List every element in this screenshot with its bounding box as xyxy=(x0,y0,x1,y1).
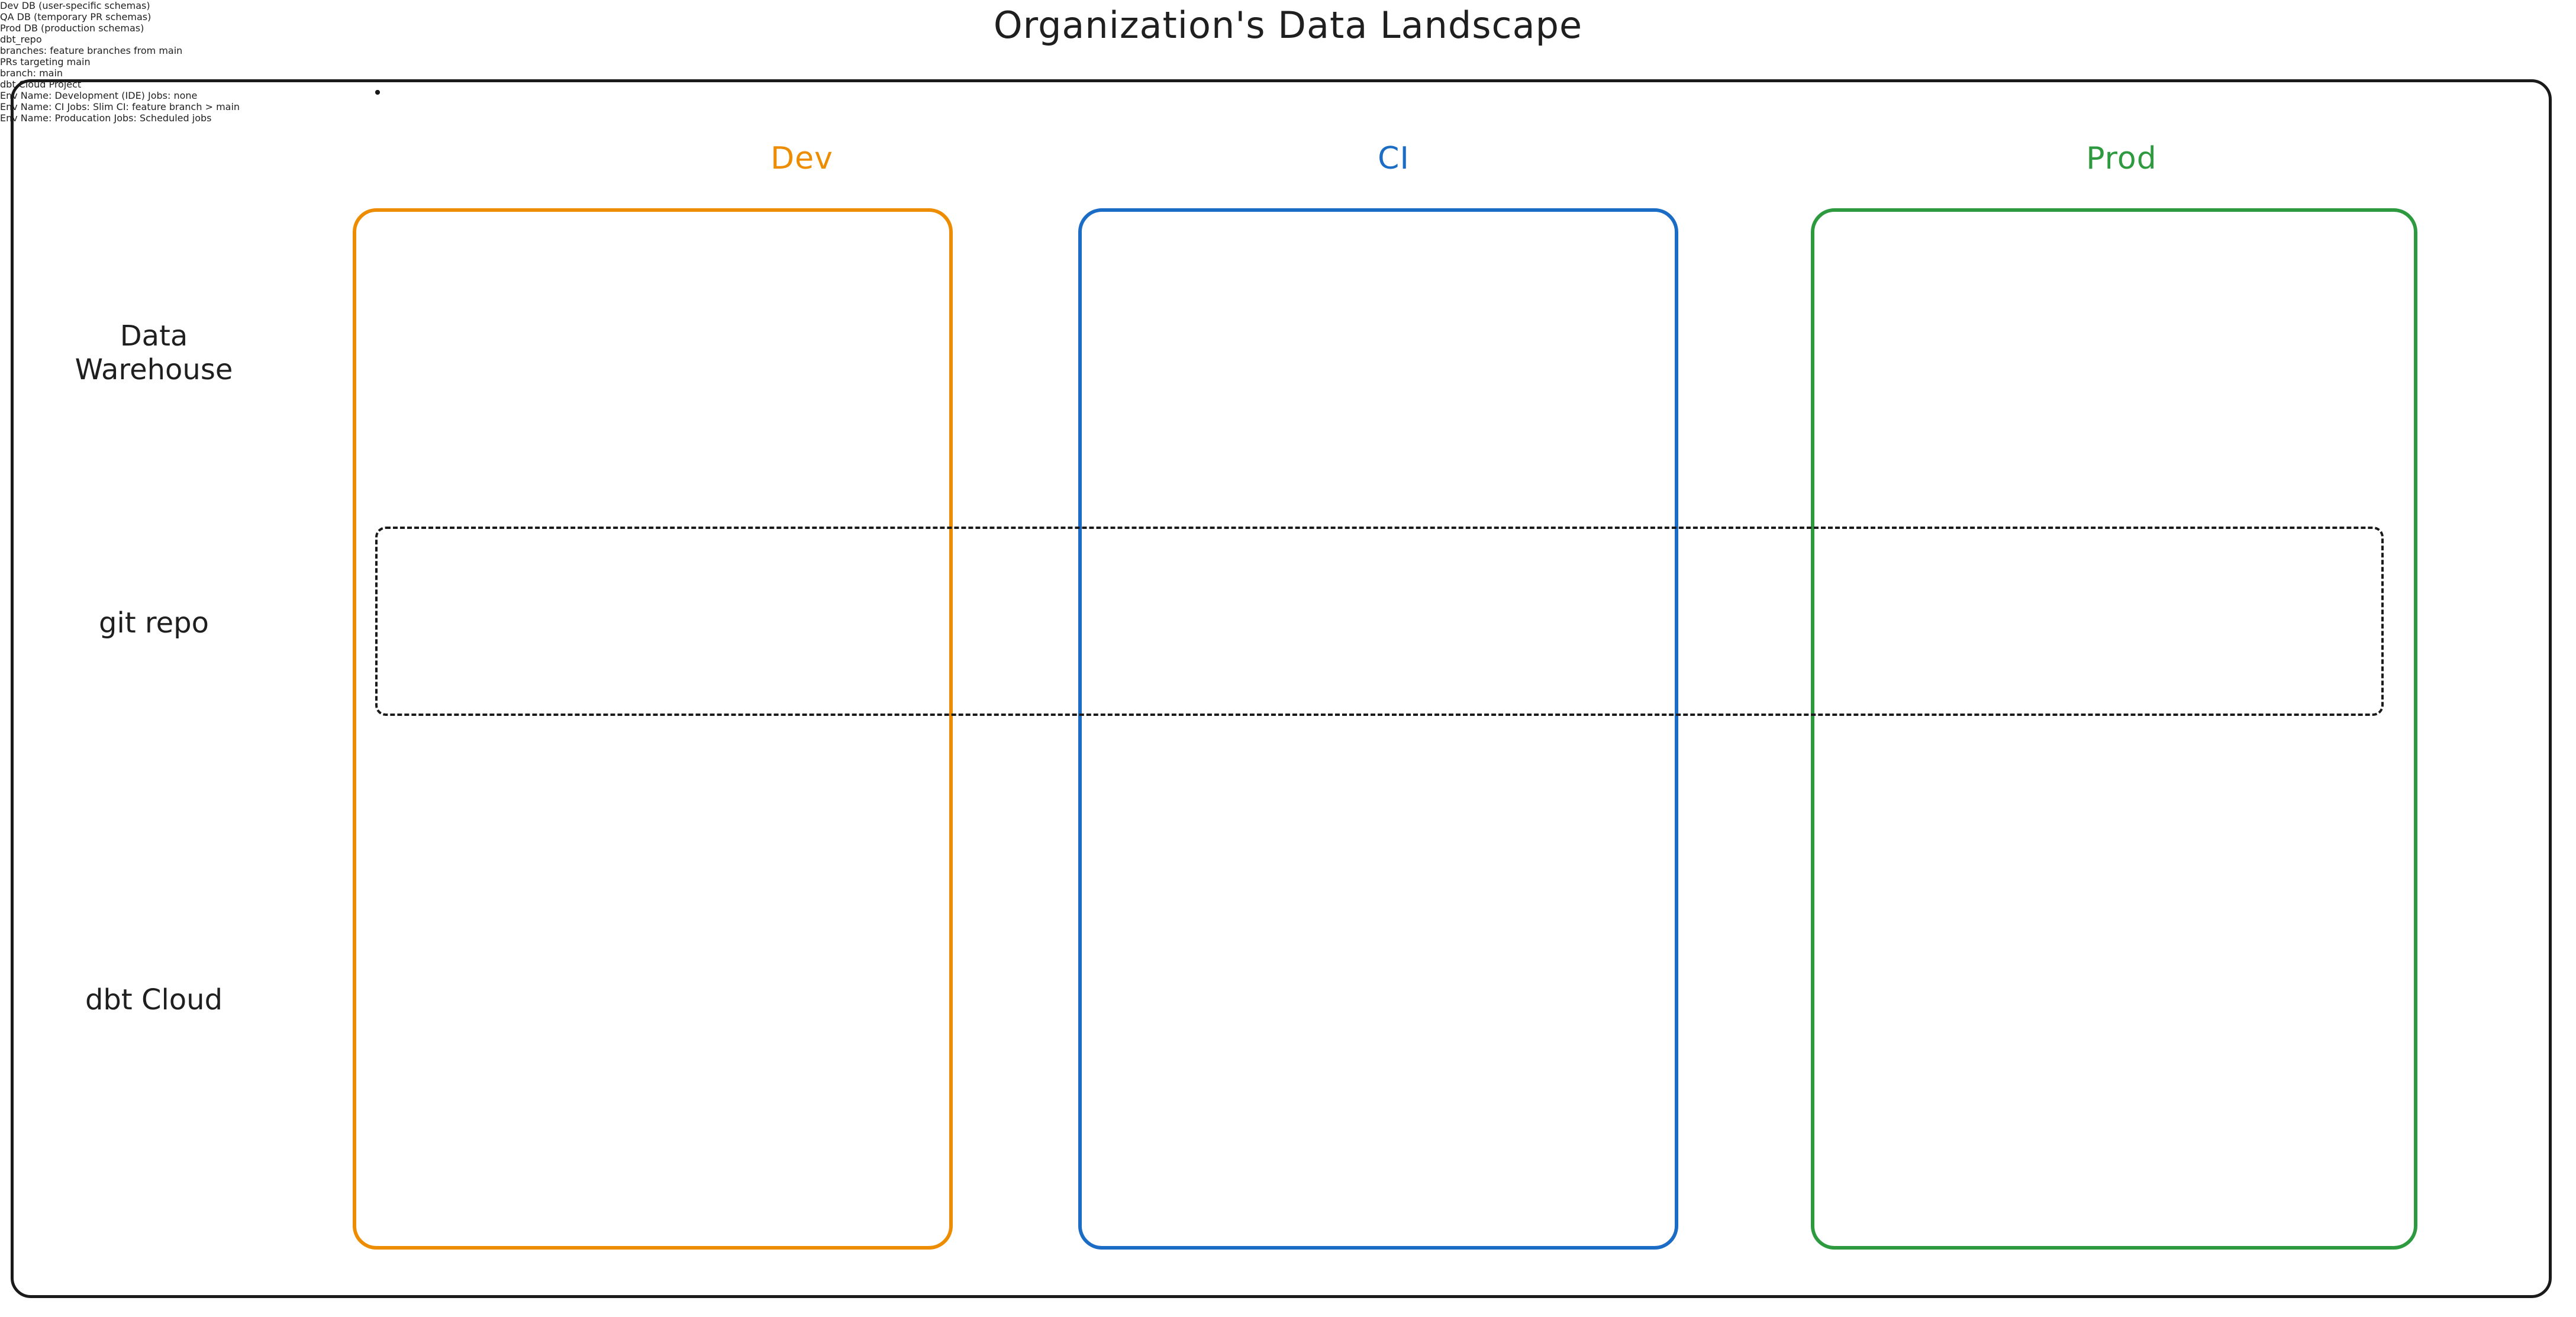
card-dev-db: Dev DB (user-specific schemas) xyxy=(0,0,2576,11)
card-dbt-cloud-prod: Env Name: Producation Jobs: Scheduled jo… xyxy=(0,112,2576,124)
env-column-ci xyxy=(1078,208,1678,1250)
row-label-dbt-cloud: dbt Cloud xyxy=(85,983,223,1016)
row-label-data-warehouse: Data Warehouse xyxy=(75,319,233,386)
git-text-dev: branches: feature branches from main xyxy=(0,45,183,56)
group-dbt-cloud-project xyxy=(375,90,380,95)
card-qa-db: QA DB (temporary PR schemas) xyxy=(0,11,2576,22)
card-dbt-cloud-ci: Env Name: CI Jobs: Slim CI: feature bran… xyxy=(0,101,2576,112)
card-prod-db: Prod DB (production schemas) xyxy=(0,22,2576,34)
card-dev-db-text: Dev DB (user-specific schemas) xyxy=(0,0,150,11)
group-label-dbt-repo: dbt_repo xyxy=(0,34,42,45)
card-dbt-cloud-dev-text: Env Name: Development (IDE) Jobs: none xyxy=(0,90,198,101)
page-title: Organization's Data Landscape xyxy=(993,4,1583,47)
git-text-prod: branch: main xyxy=(0,67,63,79)
card-dbt-cloud-ci-text: Env Name: CI Jobs: Slim CI: feature bran… xyxy=(0,101,240,112)
env-column-dev xyxy=(353,208,953,1250)
row-label-git-repo: git repo xyxy=(99,606,209,640)
group-dbt-repo xyxy=(375,527,2384,716)
card-qa-db-text: QA DB (temporary PR schemas) xyxy=(0,11,151,22)
env-column-prod xyxy=(1811,208,2417,1250)
env-header-dev: Dev xyxy=(770,141,833,176)
outer-frame xyxy=(11,79,2552,1298)
git-text-ci: PRs targeting main xyxy=(0,56,91,67)
card-dbt-cloud-dev: Env Name: Development (IDE) Jobs: none xyxy=(0,90,2576,101)
card-prod-db-text: Prod DB (production schemas) xyxy=(0,22,144,34)
env-header-prod: Prod xyxy=(2086,141,2157,176)
env-header-ci: CI xyxy=(1378,141,1410,176)
card-dbt-cloud-prod-text: Env Name: Producation Jobs: Scheduled jo… xyxy=(0,112,212,124)
